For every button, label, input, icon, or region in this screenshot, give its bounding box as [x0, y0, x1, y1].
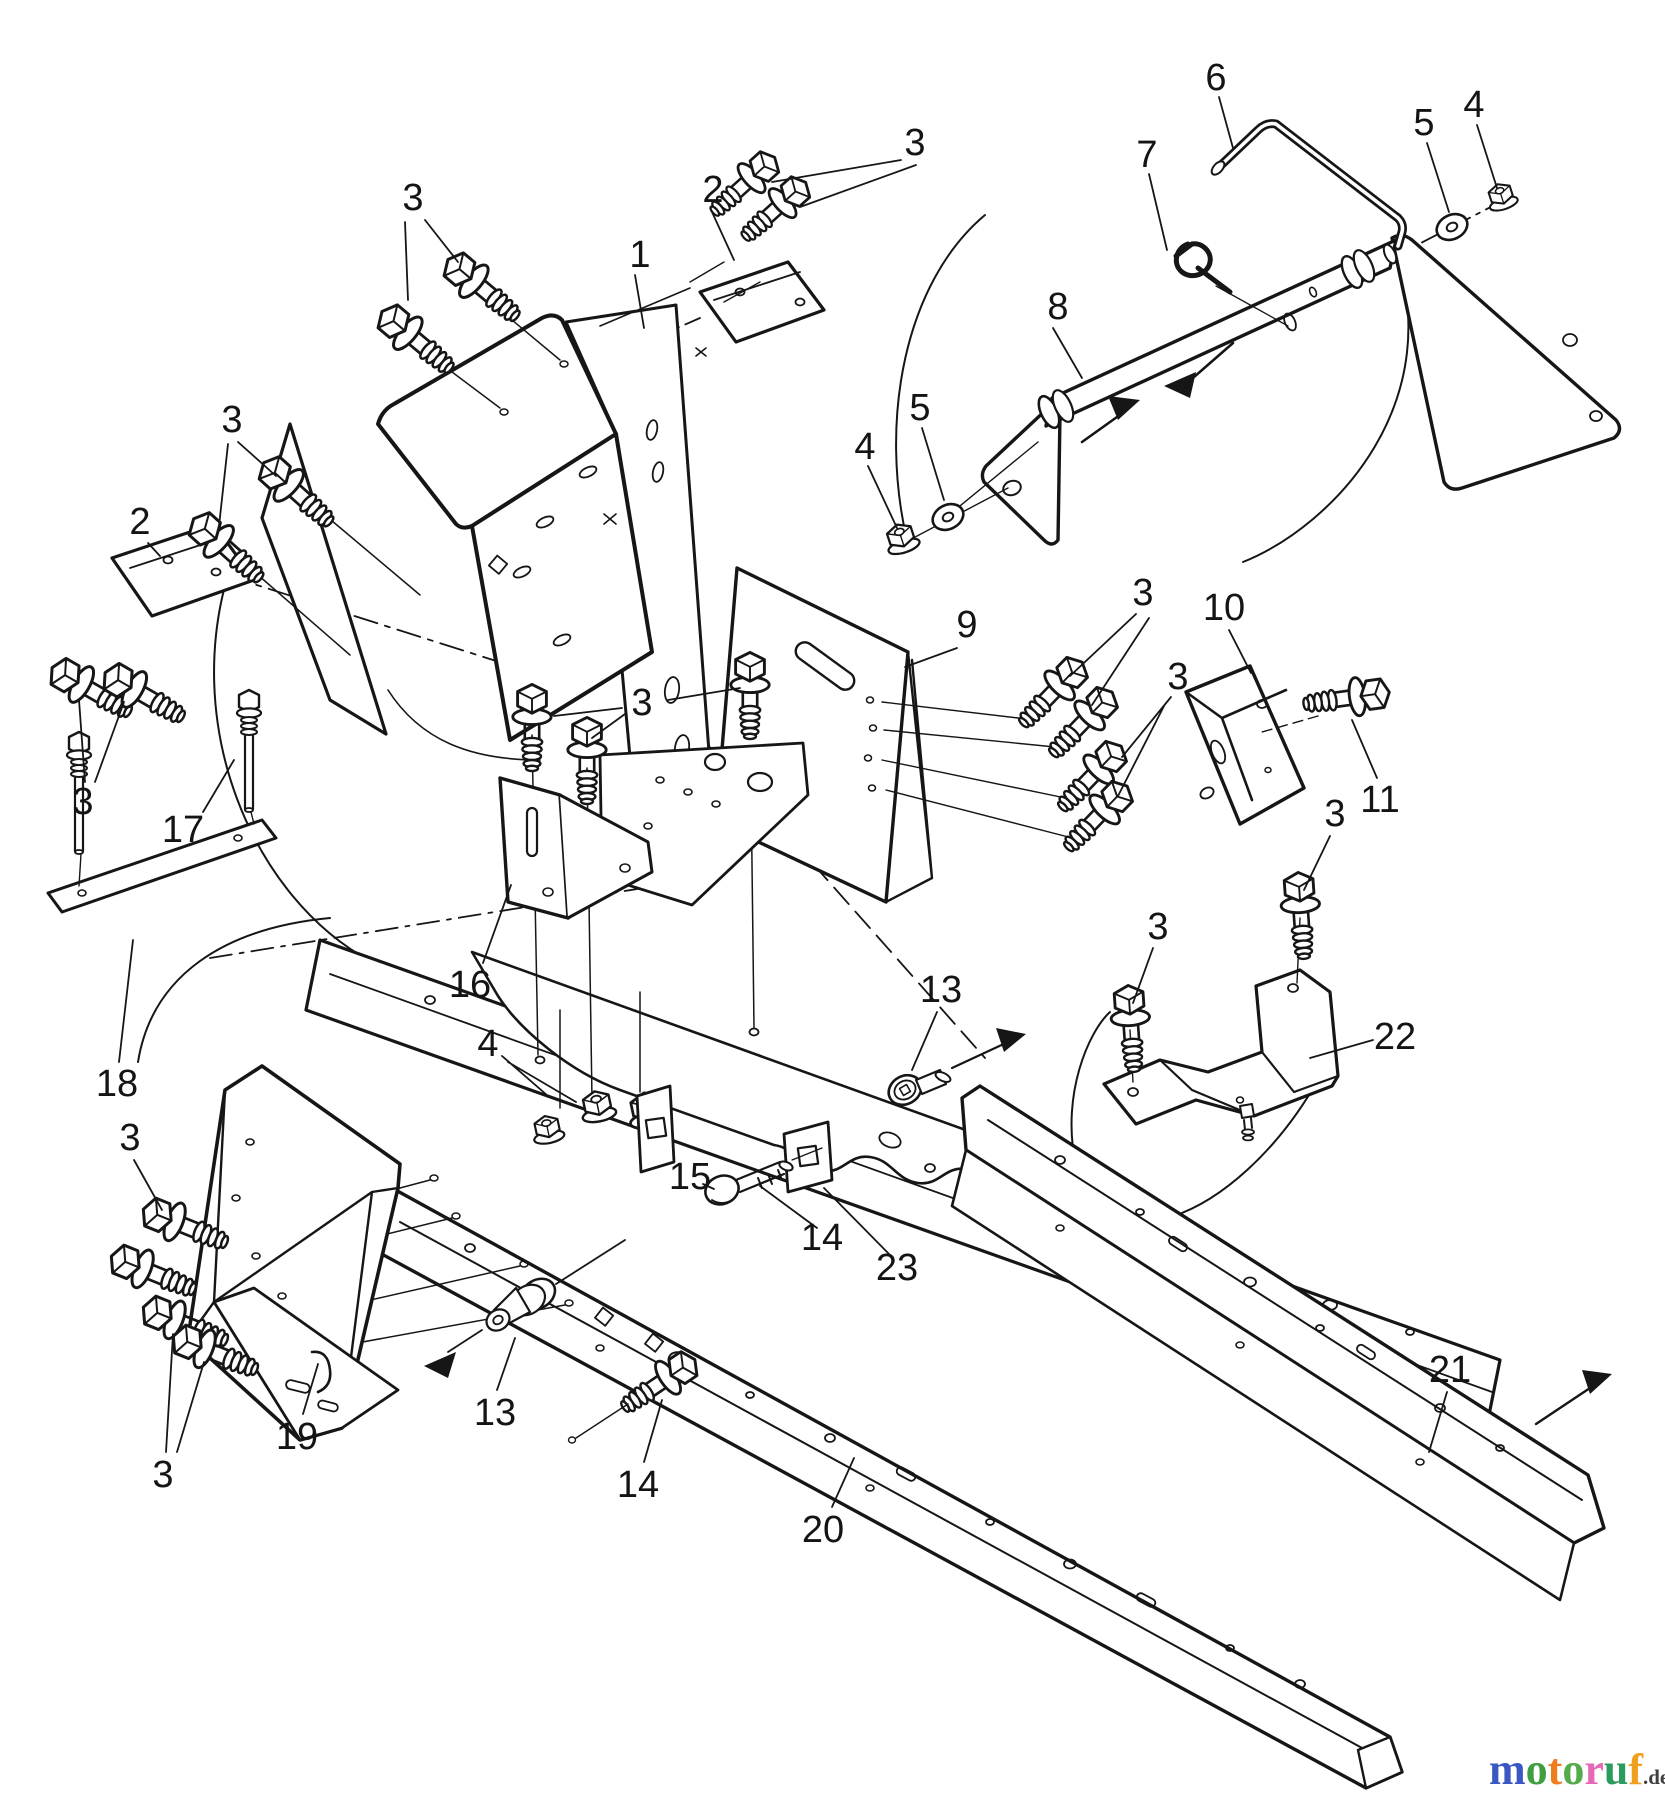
- part-callout-3: 3: [631, 682, 653, 724]
- part-17-long-bolts: [65, 688, 263, 887]
- watermark-letter: u: [1603, 1745, 1629, 1794]
- watermark-suffix: .de: [1642, 1765, 1665, 1789]
- part-callout-5: 5: [909, 387, 931, 429]
- part-callout-3: 3: [402, 177, 424, 219]
- part-1-support-plate: [257, 303, 716, 846]
- direction-arrow-bottom-right: [1534, 1370, 1612, 1426]
- part-callout-3: 3: [1147, 906, 1169, 948]
- part-callout-8: 8: [1047, 286, 1069, 328]
- part-16-bracket: [498, 741, 810, 920]
- part-7-hairpin-clip: [1173, 241, 1233, 295]
- part-2-plate-top: [599, 260, 826, 344]
- watermark-letter: o: [1562, 1745, 1585, 1794]
- part-callout-13: 13: [473, 1392, 517, 1434]
- part-callout-2: 2: [129, 501, 151, 543]
- watermark-letter: o: [1525, 1745, 1548, 1794]
- part-callout-6: 6: [1205, 57, 1227, 99]
- part-19-bracket: [186, 1064, 402, 1442]
- part-callout-19: 19: [275, 1416, 319, 1458]
- watermark-letter: r: [1584, 1745, 1604, 1794]
- part-10-bracket: [1184, 664, 1306, 826]
- part-callout-21: 21: [1428, 1349, 1472, 1391]
- part-callout-3: 3: [1324, 793, 1346, 835]
- part-8-pivot-bar: [899, 233, 1622, 546]
- watermark-letter: t: [1547, 1745, 1563, 1794]
- part-13-shoulder-screw: [887, 1028, 1026, 1107]
- part-21-frame-rail-right: [950, 1084, 1606, 1602]
- part-callout-3: 3: [221, 399, 243, 441]
- part-callout-1: 1: [629, 234, 651, 276]
- part-callout-14: 14: [616, 1464, 660, 1506]
- part-13-spacer: [424, 1239, 626, 1378]
- part-callout-3: 3: [904, 122, 926, 164]
- part-callout-2: 2: [702, 169, 724, 211]
- part-callout-16: 16: [448, 964, 492, 1006]
- watermark-logo: motoruf.de: [1489, 1748, 1665, 1792]
- part-11-bolt: [1261, 671, 1394, 733]
- part-callout-4: 4: [477, 1023, 499, 1065]
- part-callout-3: 3: [1132, 572, 1154, 614]
- part-callout-3: 3: [152, 1454, 174, 1496]
- part-callout-3: 3: [72, 781, 94, 823]
- part-callout-4: 4: [854, 426, 876, 468]
- part-callout-7: 7: [1136, 134, 1158, 176]
- part-callout-23: 23: [875, 1247, 919, 1289]
- part-15-carriage-bolt: [704, 1147, 823, 1206]
- part-6-rod: [1210, 119, 1407, 251]
- part-callout-3: 3: [119, 1117, 141, 1159]
- watermark-word: motoruf: [1489, 1745, 1643, 1794]
- watermark-letter: m: [1489, 1745, 1526, 1794]
- part-callout-13: 13: [919, 969, 963, 1011]
- part-callout-22: 22: [1373, 1016, 1417, 1058]
- part-18-spacer-strip: [46, 818, 278, 914]
- part-14-bolt-bottom: [567, 1342, 708, 1444]
- part-callout-11: 11: [1360, 779, 1400, 821]
- part-callout-10: 10: [1202, 587, 1246, 629]
- part-callout-14: 14: [800, 1217, 844, 1259]
- watermark-letter: f: [1628, 1745, 1643, 1794]
- part-callout-15: 15: [668, 1156, 712, 1198]
- part-callout-5: 5: [1413, 102, 1435, 144]
- part-callout-20: 20: [801, 1509, 845, 1551]
- part-callout-17: 17: [161, 809, 205, 851]
- part-callout-9: 9: [956, 604, 978, 646]
- part-callout-18: 18: [95, 1063, 139, 1105]
- part-9-bracket-plate: [714, 566, 1081, 904]
- part-22-bracket: [1102, 917, 1340, 1142]
- part-callout-4: 4: [1463, 84, 1485, 126]
- part-callout-3: 3: [1167, 656, 1189, 698]
- callout-leader-lines: [78, 96, 1498, 1508]
